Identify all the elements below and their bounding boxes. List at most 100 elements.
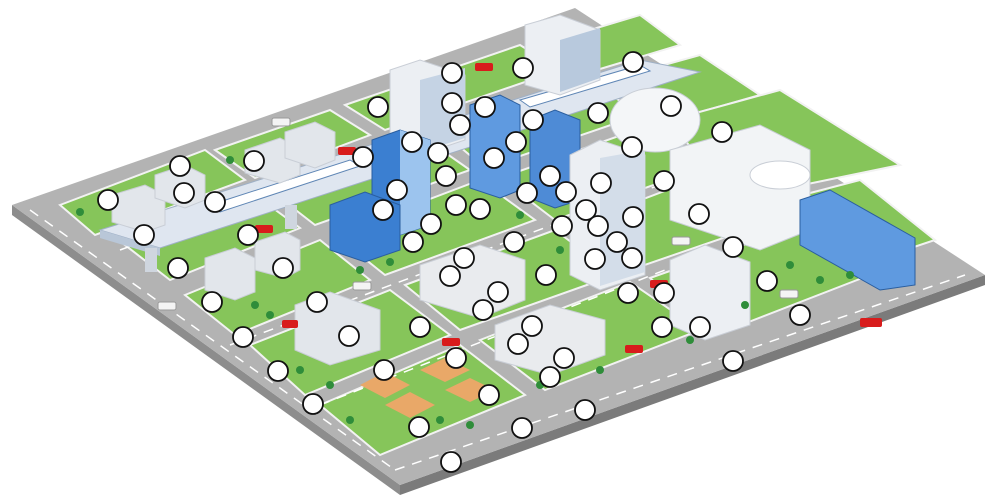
location-marker[interactable] xyxy=(653,170,675,192)
tree xyxy=(741,301,749,309)
location-marker[interactable] xyxy=(243,150,265,172)
location-marker[interactable] xyxy=(133,224,155,246)
location-marker[interactable] xyxy=(386,179,408,201)
location-marker[interactable] xyxy=(688,203,710,225)
location-marker[interactable] xyxy=(474,96,496,118)
car xyxy=(860,318,882,327)
location-marker[interactable] xyxy=(512,57,534,79)
location-marker[interactable] xyxy=(722,236,744,258)
location-marker[interactable] xyxy=(487,281,509,303)
tree xyxy=(556,246,564,254)
location-marker[interactable] xyxy=(302,393,324,415)
tree xyxy=(226,156,234,164)
location-marker[interactable] xyxy=(173,182,195,204)
location-marker[interactable] xyxy=(449,114,471,136)
location-marker[interactable] xyxy=(553,347,575,369)
location-marker[interactable] xyxy=(440,451,462,473)
location-marker[interactable] xyxy=(272,257,294,279)
location-marker[interactable] xyxy=(204,191,226,213)
location-marker[interactable] xyxy=(722,350,744,372)
car xyxy=(282,320,298,328)
location-marker[interactable] xyxy=(590,172,612,194)
location-marker[interactable] xyxy=(551,215,573,237)
location-marker[interactable] xyxy=(352,146,374,168)
location-marker[interactable] xyxy=(711,121,733,143)
location-marker[interactable] xyxy=(756,270,778,292)
location-marker[interactable] xyxy=(575,199,597,221)
location-marker[interactable] xyxy=(441,92,463,114)
location-marker[interactable] xyxy=(503,231,525,253)
location-marker[interactable] xyxy=(97,189,119,211)
location-marker[interactable] xyxy=(232,326,254,348)
location-marker[interactable] xyxy=(653,282,675,304)
location-marker[interactable] xyxy=(453,247,475,269)
rail-pillar xyxy=(145,248,157,272)
location-marker[interactable] xyxy=(689,316,711,338)
location-marker[interactable] xyxy=(521,315,543,337)
location-marker[interactable] xyxy=(587,102,609,124)
tree xyxy=(516,211,524,219)
location-marker[interactable] xyxy=(555,181,577,203)
location-marker[interactable] xyxy=(372,199,394,221)
location-marker[interactable] xyxy=(483,147,505,169)
location-marker[interactable] xyxy=(587,215,609,237)
car xyxy=(157,301,177,311)
location-marker[interactable] xyxy=(267,360,289,382)
location-marker[interactable] xyxy=(539,165,561,187)
location-marker[interactable] xyxy=(427,142,449,164)
location-marker[interactable] xyxy=(306,291,328,313)
location-marker[interactable] xyxy=(237,224,259,246)
location-marker[interactable] xyxy=(511,417,533,439)
location-marker[interactable] xyxy=(539,366,561,388)
location-marker[interactable] xyxy=(505,131,527,153)
location-marker[interactable] xyxy=(408,416,430,438)
location-marker[interactable] xyxy=(617,282,639,304)
location-marker[interactable] xyxy=(522,109,544,131)
location-marker[interactable] xyxy=(167,257,189,279)
tree xyxy=(76,208,84,216)
location-marker[interactable] xyxy=(516,182,538,204)
tree xyxy=(296,366,304,374)
location-marker[interactable] xyxy=(535,264,557,286)
location-marker[interactable] xyxy=(507,333,529,355)
location-marker[interactable] xyxy=(622,206,644,228)
location-marker[interactable] xyxy=(401,131,423,153)
location-marker[interactable] xyxy=(478,384,500,406)
location-marker[interactable] xyxy=(584,248,606,270)
location-marker[interactable] xyxy=(435,165,457,187)
tree xyxy=(326,381,334,389)
trees xyxy=(76,156,854,429)
location-marker[interactable] xyxy=(651,316,673,338)
location-marker[interactable] xyxy=(402,231,424,253)
tree xyxy=(386,258,394,266)
location-marker[interactable] xyxy=(660,95,682,117)
car xyxy=(352,281,372,291)
location-marker[interactable] xyxy=(469,198,491,220)
location-marker[interactable] xyxy=(445,194,467,216)
car xyxy=(625,345,643,353)
location-marker[interactable] xyxy=(439,265,461,287)
location-marker[interactable] xyxy=(367,96,389,118)
tree xyxy=(846,271,854,279)
glass-tower xyxy=(400,130,430,235)
location-marker[interactable] xyxy=(338,325,360,347)
location-marker[interactable] xyxy=(606,231,628,253)
location-marker[interactable] xyxy=(409,316,431,338)
location-marker[interactable] xyxy=(621,247,643,269)
location-marker[interactable] xyxy=(420,213,442,235)
location-marker[interactable] xyxy=(472,299,494,321)
apartment-block xyxy=(284,121,336,169)
location-marker[interactable] xyxy=(574,399,596,421)
location-marker[interactable] xyxy=(169,155,191,177)
location-marker[interactable] xyxy=(789,304,811,326)
location-marker[interactable] xyxy=(441,62,463,84)
car xyxy=(338,147,356,155)
location-marker[interactable] xyxy=(445,347,467,369)
location-marker[interactable] xyxy=(622,51,644,73)
cylinder-tower xyxy=(749,160,811,190)
location-marker[interactable] xyxy=(201,291,223,313)
apartment-block xyxy=(204,247,256,301)
location-marker[interactable] xyxy=(621,136,643,158)
location-marker[interactable] xyxy=(373,359,395,381)
